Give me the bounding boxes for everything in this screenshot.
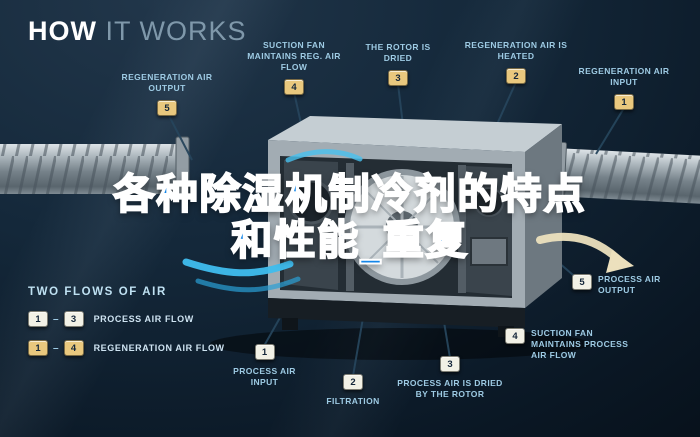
callout-label: FILTRATION: [326, 396, 380, 406]
legend-label: PROCESS AIR FLOW: [93, 314, 194, 324]
page-title: HOW IT WORKS: [28, 16, 247, 47]
overlay-title: 各种除湿机制冷剂的特点 和性能_重复: [0, 170, 700, 264]
floor-shadow: [210, 328, 590, 360]
process-air-arrow: [182, 258, 294, 277]
callout-regeneration-air-output: REGENERATION AIR OUTPUT 5: [112, 72, 222, 117]
callout-process-air-dried: 3 PROCESS AIR IS DRIED BY THE ROTOR: [390, 356, 510, 400]
step-badge: 1: [614, 94, 634, 111]
legend-heading: TWO FLOWS OF AIR: [28, 286, 167, 298]
range-dash: –: [53, 313, 59, 325]
callout-label: REGENERATION AIR IS HEATED: [464, 40, 568, 62]
callout-label: PROCESS AIR INPUT: [233, 366, 296, 388]
step-badge: 5: [572, 274, 592, 290]
callout-process-air-output: 5 PROCESS AIR OUTPUT: [572, 274, 676, 296]
callout-label: REGENERATION AIR OUTPUT: [121, 72, 213, 94]
callout-suction-fan-regen: SUCTION FAN MAINTAINS REG. AIR FLOW 4: [240, 40, 348, 96]
callout-filtration: 2 FILTRATION: [318, 374, 388, 407]
machine-base: [268, 298, 525, 328]
legend-row-process-air: 1 – 3 PROCESS AIR FLOW: [28, 311, 225, 327]
callout-rotor-is-dried: THE ROTOR IS DRIED 3: [352, 42, 444, 87]
callout-label: REGENERATION AIR INPUT: [578, 66, 670, 88]
overlay-title-line-1: 各种除湿机制冷剂的特点: [113, 170, 587, 218]
rotor: [344, 169, 460, 285]
callout-label: SUCTION FAN MAINTAINS REG. AIR FLOW: [247, 40, 341, 73]
legend-badge-start: 1: [28, 340, 48, 356]
overlay-title-line-2: 和性能_重复: [230, 215, 469, 264]
callout-label: THE ROTOR IS DRIED: [365, 42, 431, 64]
callout-label: PROCESS AIR OUTPUT: [598, 274, 661, 296]
step-badge: 5: [157, 100, 177, 117]
title-word-how: HOW: [28, 16, 97, 46]
range-dash: –: [53, 342, 59, 354]
callout-label: PROCESS AIR IS DRIED BY THE ROTOR: [397, 378, 503, 400]
step-badge: 4: [505, 328, 525, 344]
process-fan: [288, 179, 334, 225]
step-badge: 4: [284, 79, 304, 96]
right-duct: [550, 141, 700, 205]
heater: [470, 237, 508, 266]
callout-regeneration-air-input: REGENERATION AIR INPUT 1: [572, 66, 676, 111]
callout-process-air-input: 1 PROCESS AIR INPUT: [222, 344, 307, 388]
step-badge: 2: [343, 374, 363, 390]
legend-row-regeneration-air: 1 – 4 REGENERATION AIR FLOW: [28, 340, 225, 356]
airflow-arrows: [182, 149, 634, 293]
callout-label: SUCTION FAN MAINTAINS PROCESS AIR FLOW: [531, 328, 629, 361]
legend-label: REGENERATION AIR FLOW: [93, 343, 225, 353]
callout-regeneration-air-heated: REGENERATION AIR IS HEATED 2: [462, 40, 570, 85]
regeneration-air-arrow: [285, 149, 363, 163]
machine-top-face: [268, 116, 562, 152]
legend-badge-end: 4: [63, 340, 84, 356]
legend: TWO FLOWS OF AIR 1 – 3 PROCESS AIR FLOW …: [28, 286, 225, 356]
machine-side-face: [525, 124, 562, 308]
left-duct: [0, 136, 190, 200]
callout-suction-fan-process: 4 SUCTION FAN MAINTAINS PROCESS AIR FLOW: [505, 328, 639, 361]
step-badge: 3: [388, 70, 408, 87]
legend-badge-start: 1: [28, 311, 48, 327]
step-badge: 1: [254, 344, 275, 360]
legend-badge-end: 3: [63, 311, 84, 327]
regeneration-fan: [474, 187, 504, 217]
title-word-it-works: IT WORKS: [105, 16, 247, 46]
step-badge: 2: [506, 68, 526, 85]
step-badge: 3: [440, 356, 460, 372]
